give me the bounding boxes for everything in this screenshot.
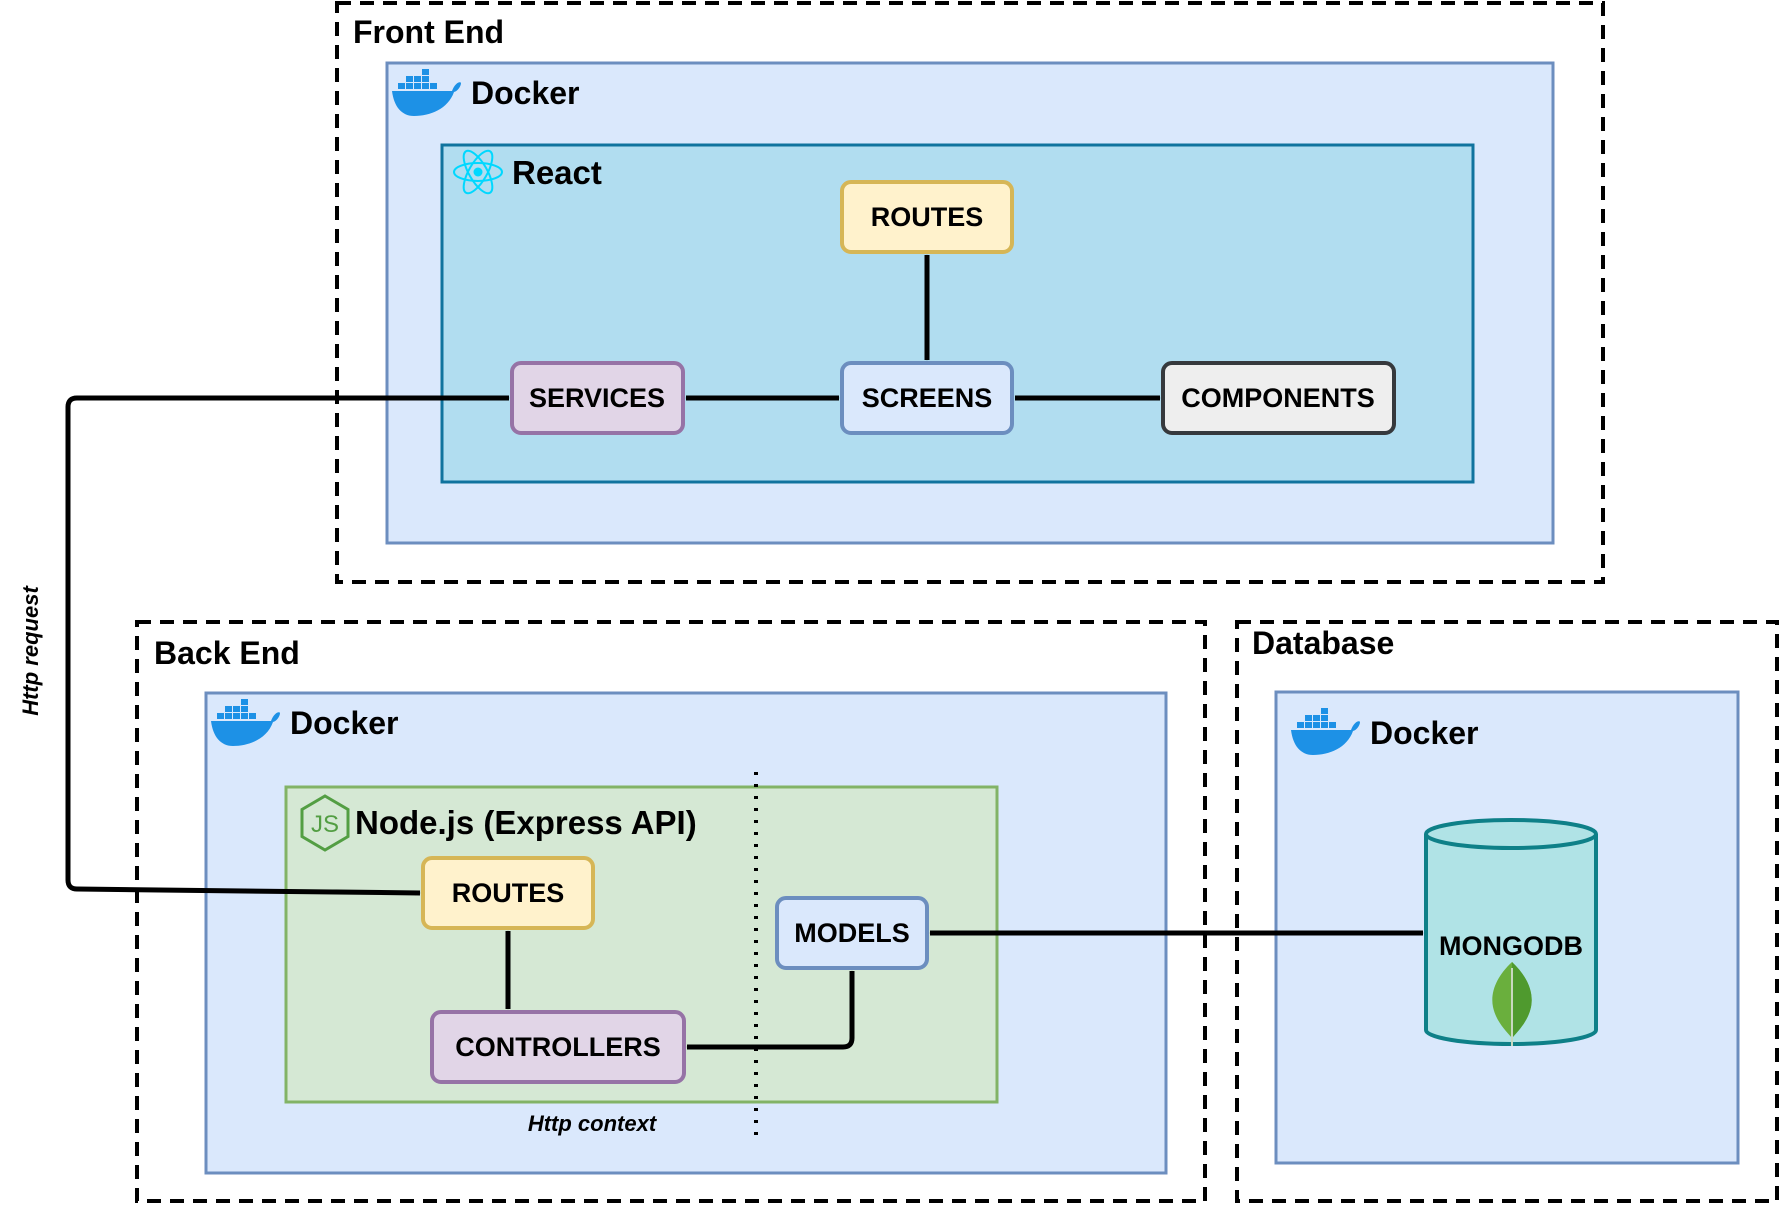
react-icon	[453, 149, 503, 195]
frontend-group-label: Front End	[353, 14, 504, 50]
mongodb-label: MONGODB	[1439, 931, 1583, 961]
fe-screens-label: SCREENS	[862, 383, 993, 413]
arrow-controllers-models	[686, 970, 855, 1050]
backend-docker-label: Docker	[290, 705, 399, 741]
fe-services-label: SERVICES	[529, 383, 665, 413]
database-group	[1235, 620, 1779, 1203]
mongodb-leaf-icon	[1492, 962, 1532, 1046]
frontend-group	[335, 1, 1605, 584]
backend-group-label: Back End	[154, 635, 300, 671]
be-models-node	[775, 896, 929, 970]
fe-routes-node	[840, 180, 1014, 254]
be-models-label: MODELS	[794, 918, 910, 948]
http-request-label: Http request	[18, 585, 43, 716]
react-label: React	[512, 154, 602, 191]
http-context-label: Http context	[528, 1111, 658, 1136]
fe-routes-label: ROUTES	[871, 202, 984, 232]
be-routes-label: ROUTES	[452, 878, 565, 908]
database-group-label: Database	[1252, 625, 1394, 661]
database-docker-label: Docker	[1370, 715, 1479, 751]
be-controllers-label: CONTROLLERS	[455, 1032, 661, 1062]
be-controllers-node	[430, 1010, 686, 1084]
svg-text:JS: JS	[311, 811, 339, 838]
nodejs-icon: JS	[300, 794, 350, 852]
fe-screens-node	[840, 361, 1014, 435]
fe-components-label: COMPONENTS	[1181, 383, 1375, 413]
frontend-docker-label: Docker	[471, 75, 580, 111]
http-request-connector	[65, 395, 510, 896]
backend-group	[135, 620, 1207, 1203]
node-label: Node.js (Express API)	[355, 804, 697, 841]
fe-services-node	[510, 361, 685, 435]
fe-components-node	[1161, 361, 1396, 435]
